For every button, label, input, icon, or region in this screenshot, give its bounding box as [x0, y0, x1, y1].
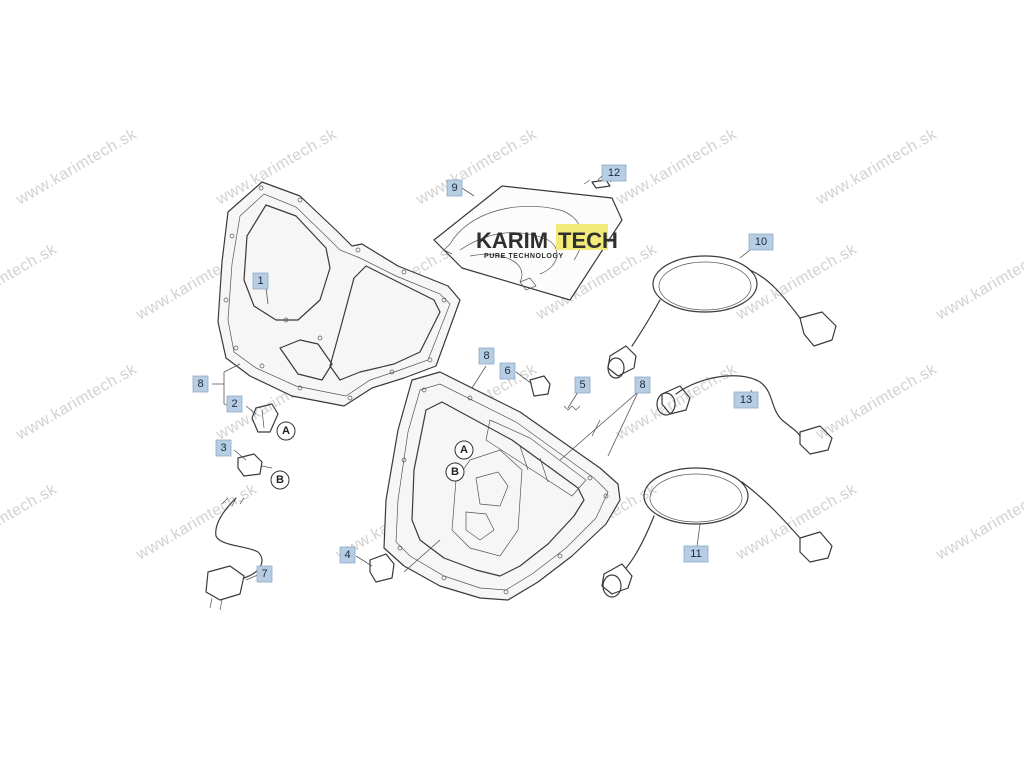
- extension-cable-13: [656, 375, 833, 455]
- callout-4: 4: [339, 546, 356, 564]
- svg-text:8: 8: [639, 379, 645, 391]
- watermark-text: www.karimtech.sk: [813, 125, 941, 208]
- extension-cable-11: [601, 467, 833, 598]
- connector-part-6: [529, 375, 551, 397]
- watermark-text: www.karimtech.sk: [0, 240, 60, 323]
- callout-5: 5: [574, 376, 591, 394]
- svg-text:10: 10: [755, 236, 767, 248]
- watermark-text: www.karimtech.sk: [613, 125, 741, 208]
- svg-text:2: 2: [231, 398, 237, 410]
- logo-highlight: [556, 224, 608, 250]
- logo-tagline: PURE TECHNOLOGY: [484, 253, 564, 260]
- callout-8-right: 8: [634, 376, 651, 394]
- spring-part-5: [563, 405, 581, 411]
- watermark-text: www.karimtech.sk: [0, 480, 60, 563]
- badge-a-left: A: [276, 421, 296, 441]
- callout-7: 7: [256, 565, 273, 583]
- callout-9: 9: [446, 179, 463, 197]
- lower-main-frame: [383, 371, 621, 601]
- svg-text:13: 13: [740, 394, 752, 406]
- leader-lines: [212, 173, 761, 581]
- badge-a-frame: A: [454, 440, 474, 460]
- watermark-text: www.karimtech.sk: [933, 480, 1024, 563]
- svg-text:A: A: [282, 425, 290, 437]
- svg-text:8: 8: [197, 378, 203, 390]
- badge-b-frame: B: [445, 462, 465, 482]
- watermark-text: www.karimtech.sk: [813, 360, 941, 443]
- svg-text:11: 11: [690, 548, 701, 560]
- svg-text:7: 7: [261, 568, 267, 580]
- svg-text:8: 8: [483, 350, 489, 362]
- svg-text:9: 9: [451, 182, 457, 194]
- callout-1: 1: [252, 272, 269, 290]
- svg-text:4: 4: [344, 549, 350, 561]
- callout-12: 12: [601, 164, 627, 182]
- callout-6: 6: [499, 362, 516, 380]
- karimtech-logo: KARIM TECH PURE TECHNOLOGY: [476, 224, 618, 260]
- extension-cable-10: [607, 255, 837, 379]
- svg-text:12: 12: [608, 167, 620, 179]
- svg-text:3: 3: [220, 442, 226, 454]
- watermark-text: www.karimtech.sk: [733, 480, 861, 563]
- logo-word-tech: TECH: [558, 228, 618, 253]
- wiring-harness-box: [433, 185, 623, 301]
- svg-text:5: 5: [579, 379, 585, 391]
- watermark-text: www.karimtech.sk: [733, 240, 861, 323]
- callout-13: 13: [733, 391, 759, 409]
- callout-8-mid: 8: [478, 347, 495, 365]
- watermark-text: www.karimtech.sk: [13, 360, 141, 443]
- callout-10: 10: [748, 233, 774, 251]
- upper-cover-frame: [217, 181, 461, 407]
- switch-part-3: [237, 453, 273, 477]
- svg-text:B: B: [276, 474, 284, 486]
- svg-text:6: 6: [504, 365, 510, 377]
- relay-part-4: [369, 553, 395, 583]
- callout-11: 11: [683, 545, 709, 563]
- watermark-text: www.karimtech.sk: [613, 360, 741, 443]
- callout-3: 3: [215, 439, 232, 457]
- watermark-text: www.karimtech.sk: [133, 480, 261, 563]
- callout-8-left: 8: [192, 375, 209, 393]
- watermark-text: www.karimtech.sk: [13, 125, 141, 208]
- logo-word-karim: KARIM: [476, 228, 548, 253]
- svg-text:1: 1: [257, 275, 263, 287]
- clip-part-2: [251, 403, 279, 433]
- svg-text:B: B: [451, 466, 459, 478]
- callout-2: 2: [226, 395, 243, 413]
- watermark-text: www.karimtech.sk: [933, 240, 1024, 323]
- svg-text:A: A: [460, 444, 468, 456]
- badge-b-left: B: [270, 470, 290, 490]
